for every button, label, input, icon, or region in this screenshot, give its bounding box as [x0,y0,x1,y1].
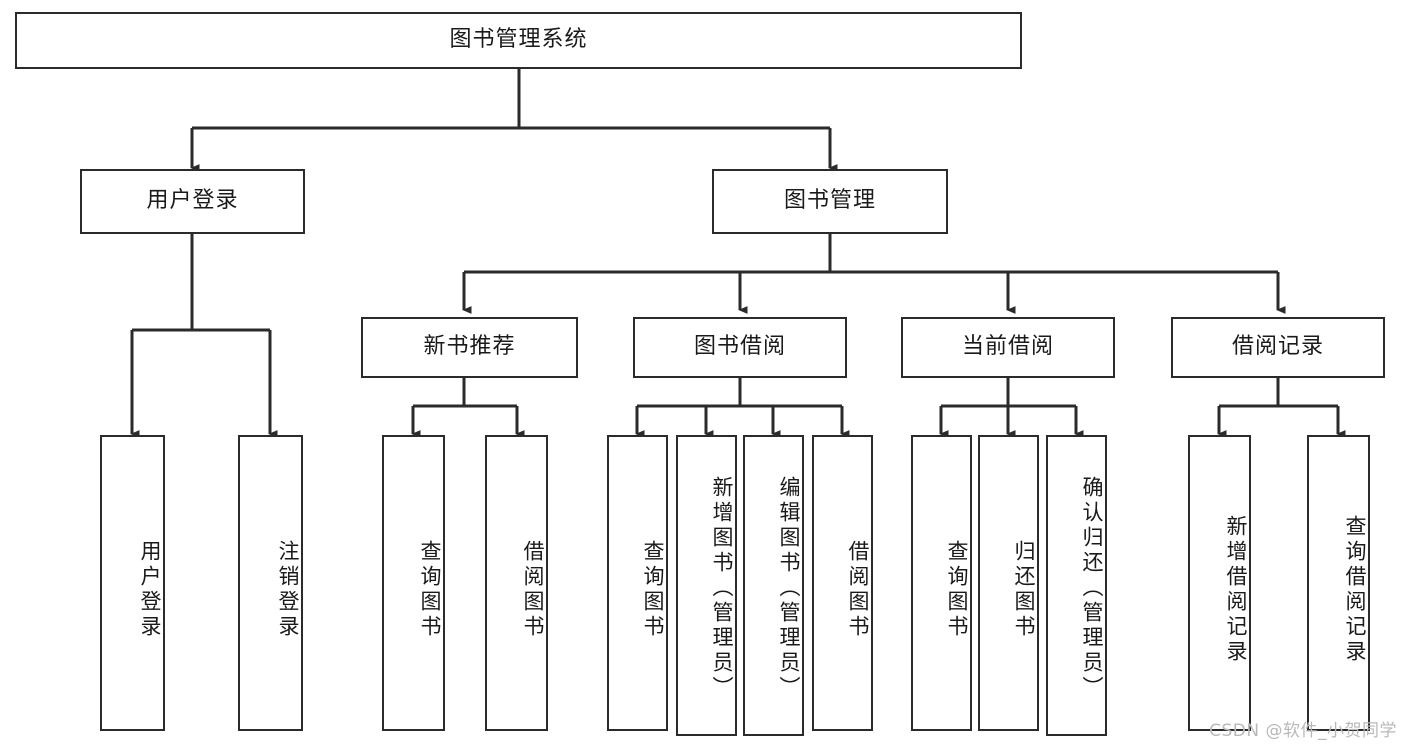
node-label: 注销登录 [276,540,300,640]
leaf-add-borrow-record[interactable]: 新增借阅记录 [1188,435,1251,731]
connector-root-to-level2 [190,69,838,172]
connector-newbook-to-leaves [411,378,525,438]
node-current-borrow[interactable]: 当前借阅 [901,317,1115,378]
node-label: 归还图书 [1012,540,1036,640]
connector-borrowrecord-to-leaves [1217,378,1346,438]
leaf-query-book-current[interactable]: 查询图书 [911,435,972,731]
node-label: 图书借阅 [693,334,786,360]
leaf-borrow-book-newbook[interactable]: 借阅图书 [485,435,548,731]
leaf-user-login[interactable]: 用户登录 [100,435,165,731]
node-label: 借阅图书 [521,540,545,640]
leaf-query-borrow-record[interactable]: 查询借阅记录 [1307,435,1370,731]
connector-bookmgmt-to-level3 [462,234,1286,314]
node-borrow-record[interactable]: 借阅记录 [1171,317,1385,378]
leaf-query-book-borrow[interactable]: 查询图书 [607,435,668,731]
node-label: 图书管理系统 [449,27,588,53]
leaf-logout[interactable]: 注销登录 [238,435,303,731]
node-root-book-management-system[interactable]: 图书管理系统 [15,12,1022,69]
leaf-return-book[interactable]: 归还图书 [978,435,1039,731]
node-label: 查询借阅记录 [1343,515,1367,665]
node-label: 图书管理 [783,188,876,214]
leaf-query-book-newbook[interactable]: 查询图书 [382,435,445,731]
node-label: 查询图书 [945,540,969,640]
node-book-borrow[interactable]: 图书借阅 [633,317,847,378]
node-label: 用户登录 [138,540,162,640]
node-label: 借阅记录 [1231,334,1324,360]
connector-userlogin-to-leaves [130,234,278,438]
node-label: 查询图书 [641,540,665,640]
node-label: 查询图书 [418,540,442,640]
node-label: 新增借阅记录 [1224,515,1248,665]
node-label: 当前借阅 [961,334,1054,360]
leaf-add-book-admin[interactable]: 新增图书（管理员） [676,435,737,736]
connector-bookborrow-to-leaves [635,378,850,438]
node-label: 新书推荐 [423,334,516,360]
leaf-borrow-book-borrow[interactable]: 借阅图书 [812,435,873,731]
node-new-book-recommend[interactable]: 新书推荐 [361,317,578,378]
connector-currentborrow-to-leaves [939,378,1084,438]
node-label: 确认归还（管理员） [1080,476,1104,701]
node-book-management[interactable]: 图书管理 [712,169,948,234]
node-label: 编辑图书（管理员） [777,476,801,701]
node-user-login[interactable]: 用户登录 [80,169,305,234]
node-label: 用户登录 [146,188,239,214]
node-label: 新增图书（管理员） [710,476,734,701]
watermark: CSDN @软件_小贺同学 [1209,721,1397,741]
leaf-confirm-return-admin[interactable]: 确认归还（管理员） [1046,435,1107,736]
leaf-edit-book-admin[interactable]: 编辑图书（管理员） [743,435,804,736]
node-label: 借阅图书 [846,540,870,640]
